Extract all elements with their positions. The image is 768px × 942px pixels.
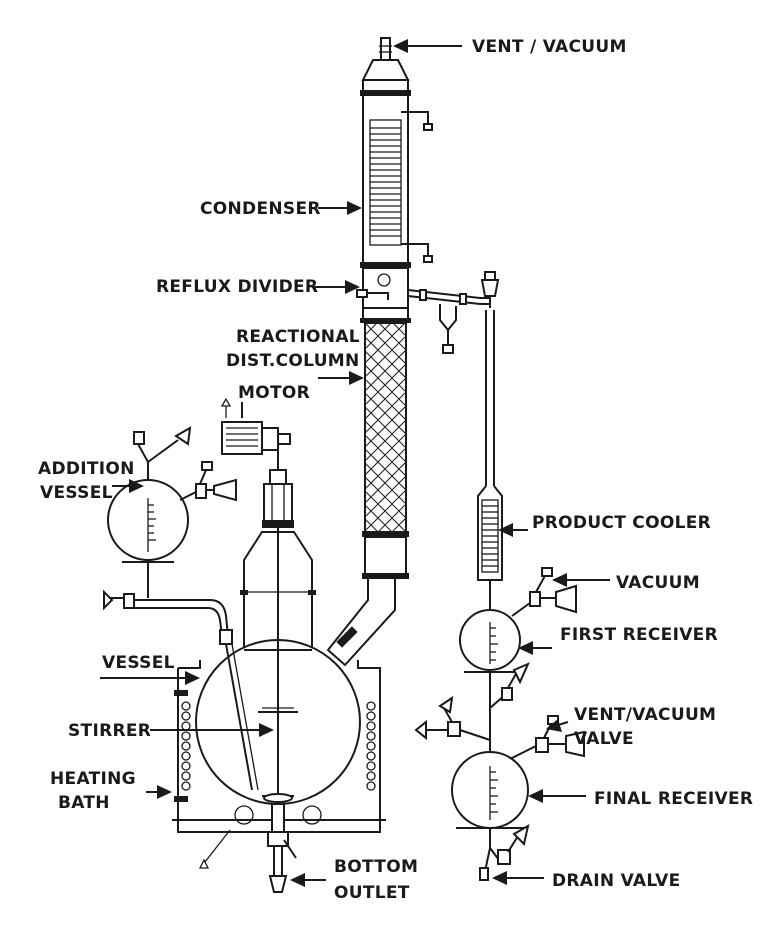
final-receiver: [451, 751, 529, 829]
arrow-product-cooler: [498, 523, 528, 537]
label-vent-vacuum: VENT / VACUUM: [472, 37, 627, 57]
label-drain-valve: DRAIN VALVE: [552, 871, 681, 891]
arrow-drain-valve: [492, 871, 544, 885]
label-valve: VALVE: [574, 729, 634, 749]
arrow-vacuum: [552, 573, 610, 587]
label-outlet: OUTLET: [334, 883, 410, 903]
label-reflux-divider: REFLUX DIVIDER: [156, 277, 318, 297]
label-stirrer: STIRRER: [68, 721, 151, 741]
label-dist-column: DIST.COLUMN: [226, 351, 360, 371]
label-product-cooler: PRODUCT COOLER: [532, 513, 711, 533]
motor: [220, 397, 294, 528]
addition-vessel: [103, 426, 259, 791]
bottom-outlet: [267, 803, 297, 893]
arrow-vent-vacuum: [393, 39, 462, 53]
arrow-addition-vessel: [112, 479, 144, 493]
arrow-final-receiver: [528, 789, 586, 803]
label-bath: BATH: [58, 793, 110, 813]
label-first-receiver: FIRST RECEIVER: [560, 625, 718, 645]
label-addition-vessel: VESSEL: [40, 483, 113, 503]
arrow-heating-bath: [146, 785, 172, 799]
label-condenser: CONDENSER: [200, 199, 321, 219]
label-bottom: BOTTOM: [334, 857, 418, 877]
arrow-first-receiver: [518, 641, 552, 655]
heating-bath: [172, 660, 386, 869]
arrow-vent-vacuum-valve: [546, 719, 569, 732]
label-reactional: REACTIONAL: [236, 327, 360, 347]
reflux-divider: [356, 267, 490, 354]
condenser: [360, 37, 433, 268]
arrow-stirrer: [150, 723, 274, 737]
first-receiver: [459, 567, 577, 760]
drain-valve: [479, 824, 530, 881]
label-final-receiver: FINAL RECEIVER: [594, 789, 753, 809]
label-vessel: VESSEL: [102, 653, 175, 673]
vent-vacuum-valve: [414, 662, 585, 761]
arrow-condenser: [318, 201, 362, 215]
product-cooler: [477, 271, 503, 612]
arrow-reactional-column: [318, 371, 364, 385]
reactional-distillation-column: [326, 307, 411, 667]
label-vacuum: VACUUM: [616, 573, 700, 593]
label-heating: HEATING: [50, 769, 136, 789]
arrow-reflux-divider: [312, 280, 360, 294]
arrow-vessel: [100, 671, 200, 685]
label-vent-vacuum-valve: VENT/VACUUM: [574, 705, 716, 725]
label-motor: MOTOR: [238, 383, 310, 403]
reaction-vessel: [195, 528, 361, 805]
label-addition: ADDITION: [38, 459, 135, 479]
arrow-bottom-outlet: [290, 873, 326, 887]
